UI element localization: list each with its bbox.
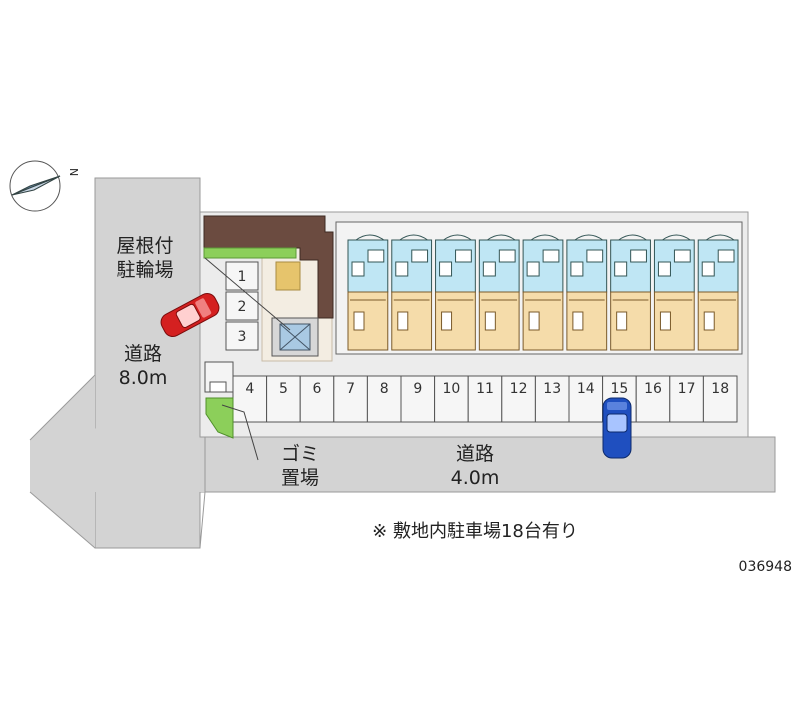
bike-parking-roof (203, 215, 334, 319)
building-unit (653, 234, 695, 351)
parking-space (568, 375, 604, 423)
parking-space (434, 375, 469, 423)
parking-note: ※ 敷地内駐車場18台有り (372, 521, 578, 542)
building-unit (435, 234, 476, 351)
apartment-building (335, 221, 743, 355)
garbage-label-1: ゴミ (281, 443, 319, 465)
property-code: 036948 (739, 559, 792, 575)
parking-space-number: 16 (644, 381, 662, 397)
parking-space (225, 321, 259, 351)
parking-space-number: 9 (413, 381, 422, 397)
car-red (160, 292, 220, 338)
parking-space-number: 17 (678, 381, 696, 397)
parking-space-number: 8 (380, 381, 389, 397)
parking-space (299, 375, 335, 423)
parking-space (467, 375, 503, 423)
parking-space-number: 15 (610, 381, 628, 397)
garbage-area (204, 361, 234, 439)
staircase-box (271, 317, 319, 357)
north-mark: N (67, 168, 80, 176)
road-south-width: 4.0m (451, 467, 500, 489)
parking-space-number: 13 (543, 381, 561, 397)
bike-parking-label-1: 屋根付 (116, 235, 173, 257)
parking-space-number: 7 (346, 381, 355, 397)
parking-space (534, 375, 570, 423)
parking-space-number: 4 (245, 381, 254, 397)
parking-row: 4 5 6 7 8 9 10 11 12 13 14 15 16 17 18 (232, 375, 738, 423)
building-unit (522, 234, 564, 351)
parking-space-number: 10 (442, 381, 460, 397)
road-south (29, 374, 776, 549)
building-unit (610, 234, 651, 351)
road-west-name: 道路 (124, 343, 162, 365)
road-south-name: 道路 (456, 443, 494, 465)
parking-space-number: 3 (238, 329, 247, 345)
parking-left-column: 1 2 3 (225, 261, 259, 351)
parking-space (225, 291, 259, 321)
parking-space (266, 375, 301, 423)
bike-parking-label-2: 駐輪場 (116, 259, 173, 281)
parking-space-number: 11 (476, 381, 494, 397)
parking-space (232, 375, 268, 423)
road-west-width: 8.0m (119, 367, 168, 389)
parking-space-number: 5 (279, 381, 288, 397)
building-unit (478, 234, 520, 351)
garbage-label-2: 置場 (281, 467, 319, 489)
parking-space (225, 261, 259, 291)
building-unit (566, 234, 608, 351)
parking-space-number: 18 (711, 381, 729, 397)
building-unit (347, 234, 389, 351)
parking-space (400, 375, 436, 423)
parking-space-number: 2 (238, 299, 247, 315)
north-arrow-icon: N (9, 160, 80, 212)
leader-lines (204, 257, 291, 461)
parking-space-number: 6 (313, 381, 322, 397)
building-unit (391, 234, 433, 351)
parking-space-number: 1 (238, 269, 247, 285)
parking-space-number: 14 (577, 381, 595, 397)
parking-space-number: 12 (510, 381, 528, 397)
car-blue (602, 397, 632, 459)
parking-space (702, 375, 738, 423)
parking-space (366, 375, 402, 423)
parking-space (669, 375, 704, 423)
building-unit (697, 234, 739, 351)
